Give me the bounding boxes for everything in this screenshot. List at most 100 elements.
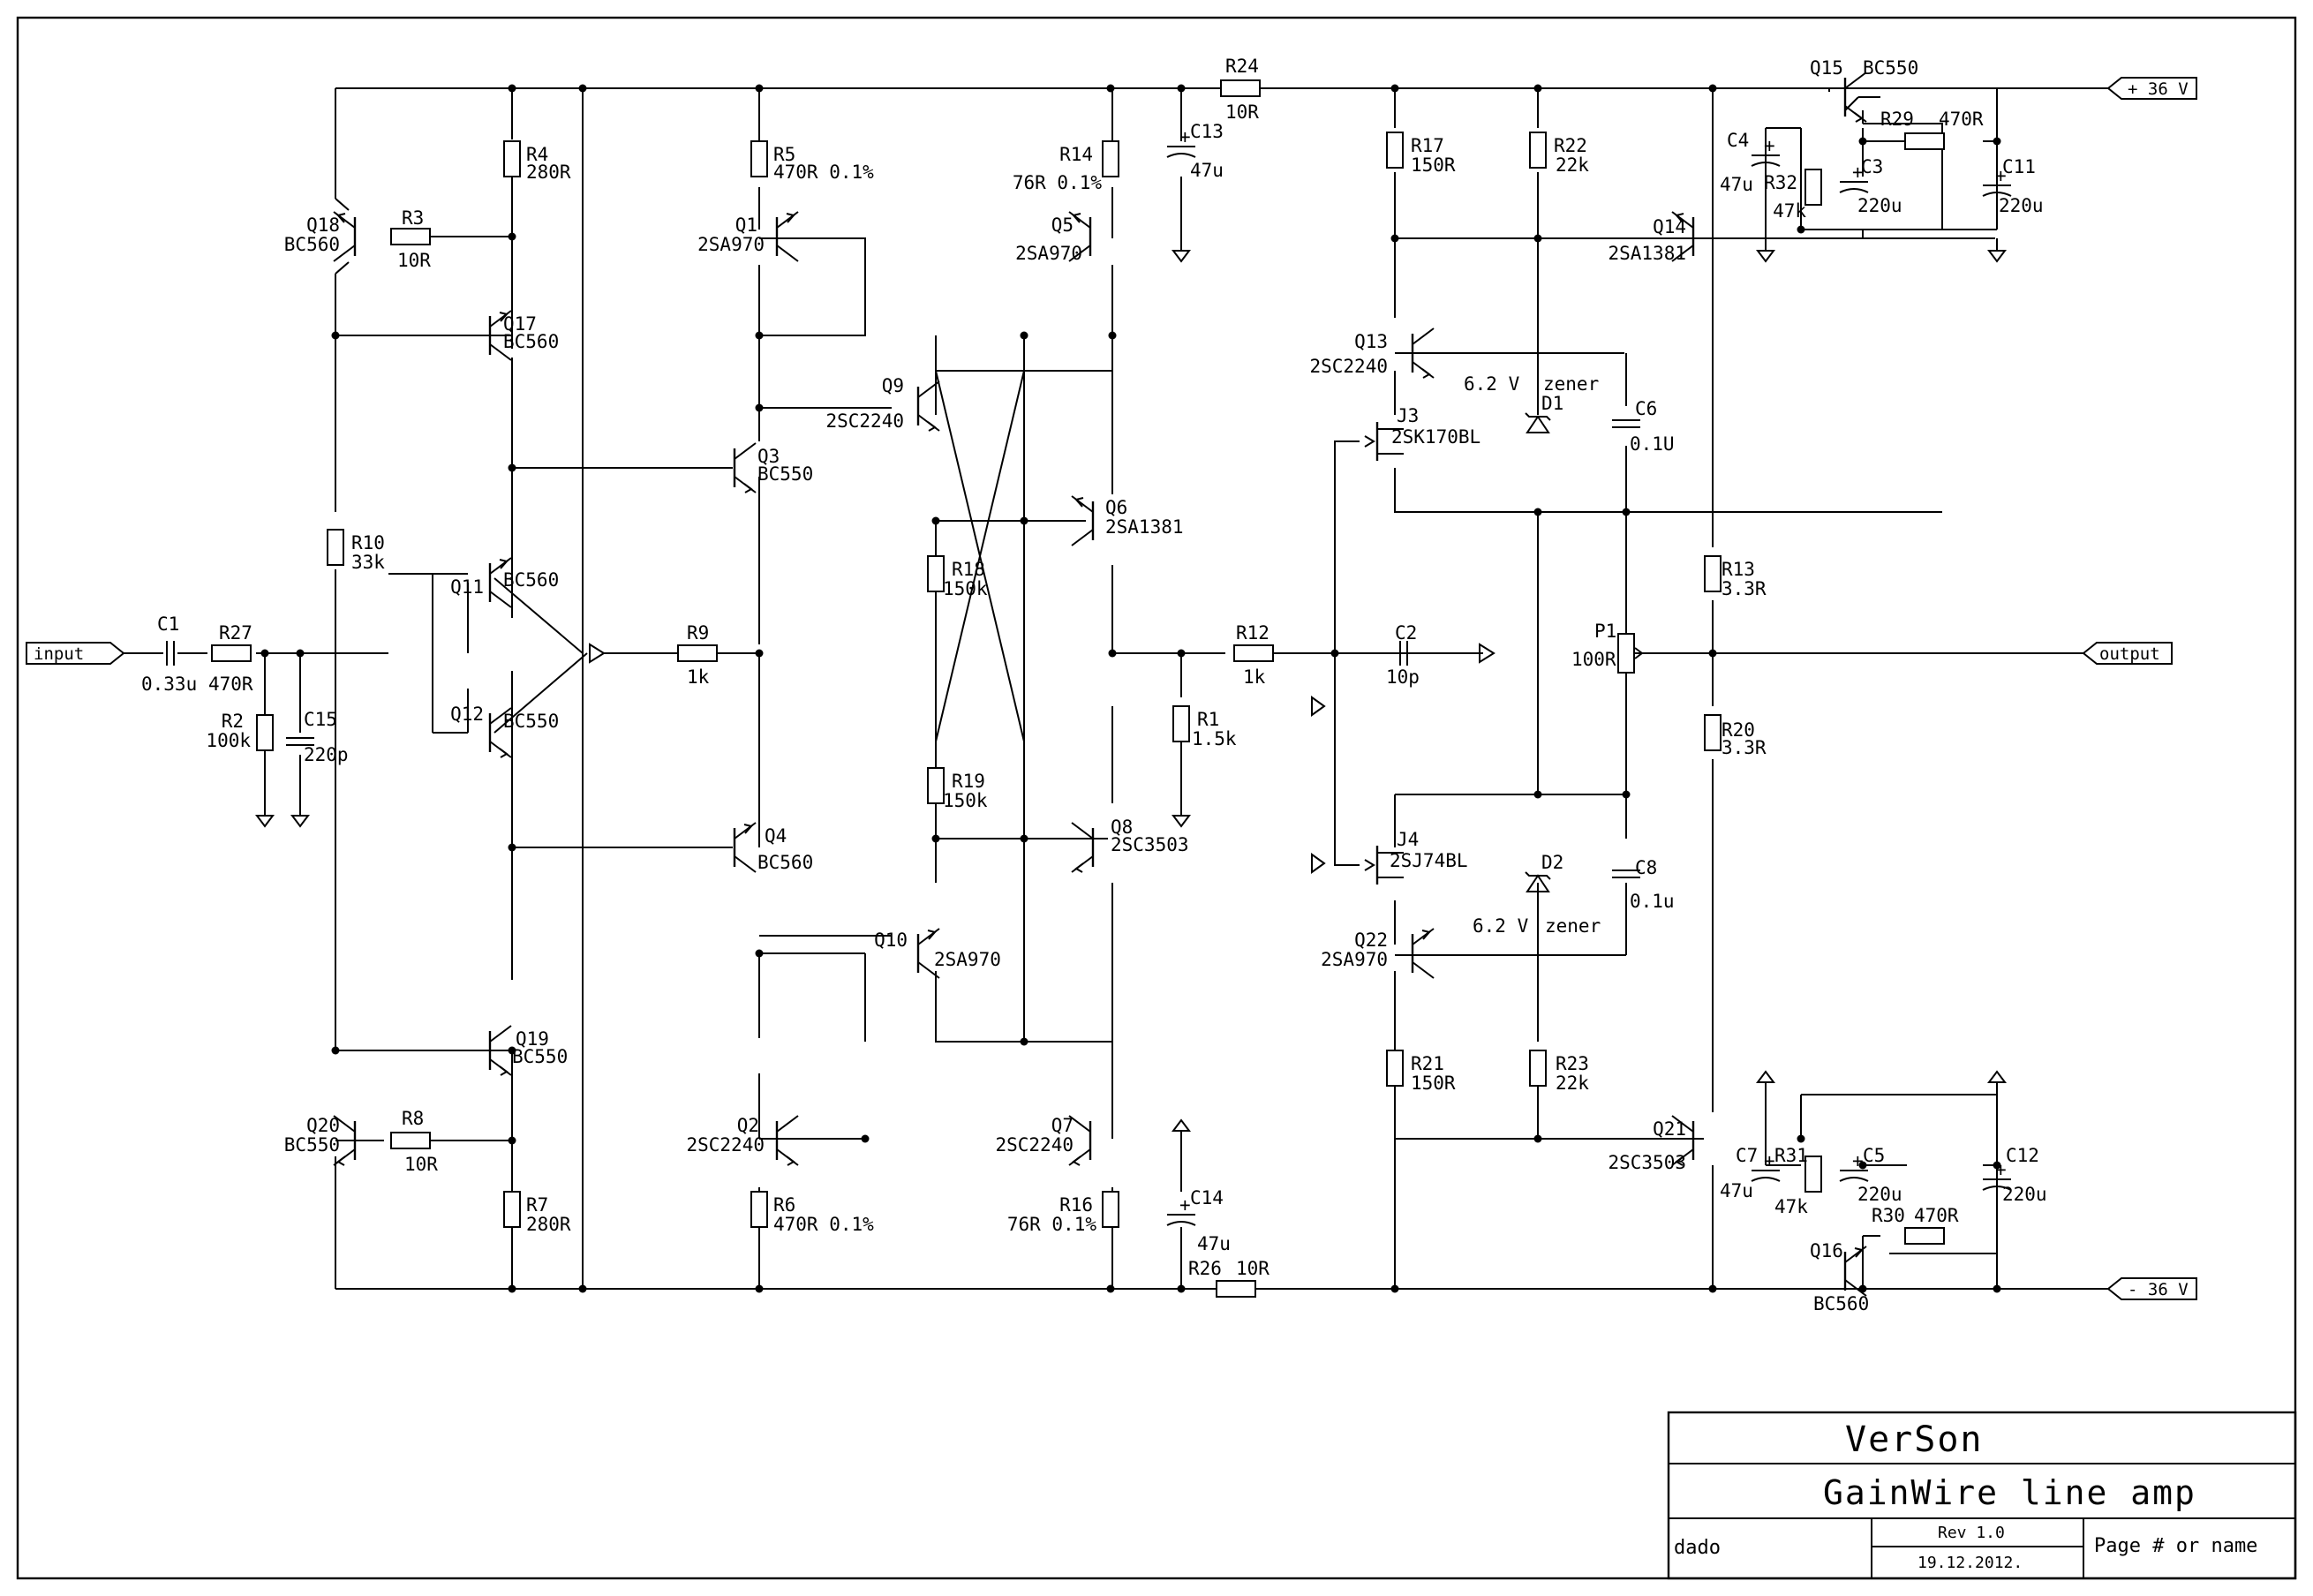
- d1-type: zener: [1543, 373, 1599, 395]
- q13-ref: Q13: [1354, 331, 1388, 352]
- r3-ref: R3: [402, 207, 424, 229]
- q10-ref: Q10: [874, 930, 908, 951]
- q19-value: BC550: [512, 1046, 568, 1067]
- output-port[interactable]: output: [2082, 642, 2173, 665]
- c1-capacitor[interactable]: C10.33u: [141, 614, 197, 695]
- ground-symbol: [1756, 1070, 1775, 1095]
- q19-ref: Q19: [516, 1028, 549, 1050]
- r3-value: 10R: [397, 250, 431, 271]
- q3-ref: Q3: [757, 446, 780, 467]
- vneg-port[interactable]: - 36 V: [2106, 1277, 2197, 1300]
- c5-value: 220u: [1857, 1184, 1902, 1205]
- r20-value: 3.3R: [1722, 737, 1767, 758]
- polarity-mark: +: [1179, 126, 1191, 147]
- r16-value: 76R 0.1%: [1007, 1214, 1097, 1235]
- q17-ref: Q17: [503, 313, 537, 335]
- q2-ref: Q2: [737, 1115, 759, 1136]
- author: dado: [1674, 1537, 1721, 1559]
- input-port[interactable]: input: [26, 642, 125, 665]
- r22-value: 22k: [1556, 154, 1589, 176]
- r18-ref: R18: [952, 559, 985, 580]
- signal-arrows: [589, 643, 1496, 874]
- r14-value: 76R 0.1%: [1013, 172, 1103, 193]
- r13-value: 3.3R: [1722, 578, 1767, 599]
- d1-value: 6.2 V: [1464, 373, 1520, 395]
- r1-resistor[interactable]: R11.5k: [1172, 705, 1237, 749]
- q8-value: 2SC3503: [1111, 834, 1189, 855]
- r19-value: 150k: [943, 790, 988, 811]
- r17-value: 150R: [1411, 154, 1456, 176]
- c6-capacitor[interactable]: C60.1U: [1612, 398, 1675, 455]
- vpos-port[interactable]: + 36 V: [2106, 77, 2197, 100]
- r6-value: 470R 0.1%: [773, 1214, 874, 1235]
- c8-capacitor[interactable]: C80.1u: [1612, 857, 1675, 912]
- r3-resistor[interactable]: R3 10R: [390, 207, 431, 271]
- q1-value: 2SA970: [697, 234, 765, 255]
